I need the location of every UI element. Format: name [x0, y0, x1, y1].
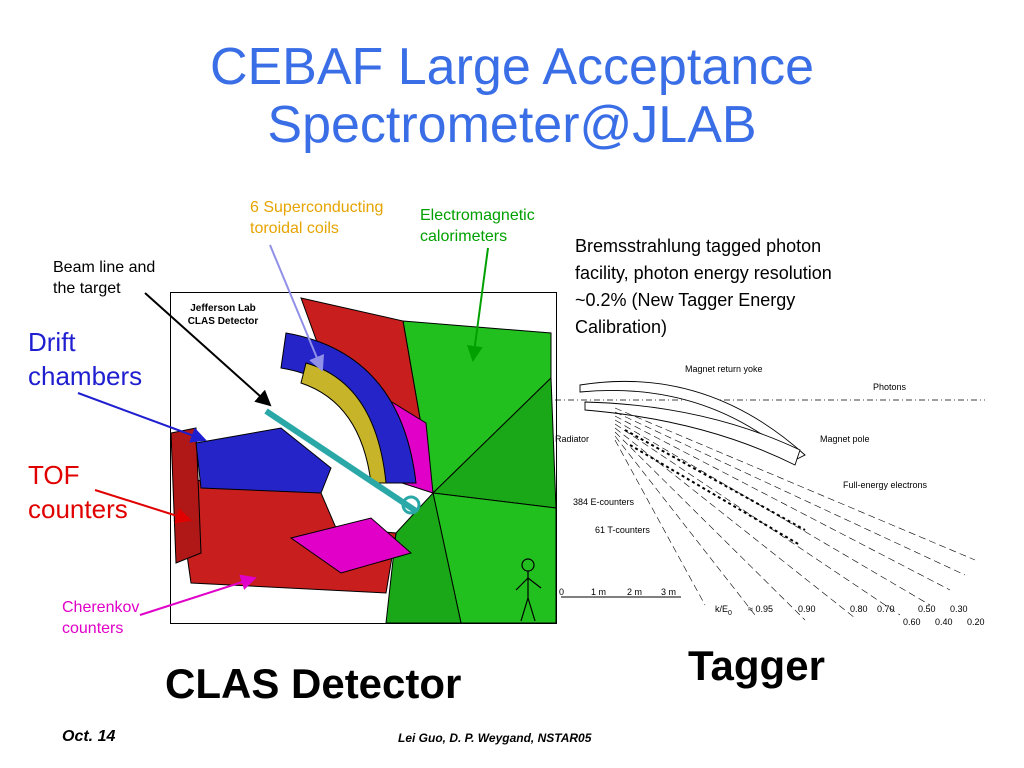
k-label: k/E0 — [715, 604, 732, 617]
label-magnet-pole: Magnet pole — [820, 434, 870, 444]
label-cherenkov: Cherenkov counters — [62, 597, 139, 639]
label-calorimeters: Electromagnetic calorimeters — [420, 205, 535, 247]
k-040: 0.40 — [935, 617, 953, 627]
footer-date: Oct. 14 — [62, 728, 116, 745]
scale-2m: 2 m — [627, 587, 642, 597]
label-magnet-yoke: Magnet return yoke — [685, 364, 763, 374]
k-070: 0.70 — [877, 604, 895, 614]
label-beamline-line-2: the target — [53, 280, 121, 297]
person-figure — [515, 558, 542, 622]
caption-clas-detector: CLAS Detector — [165, 660, 462, 707]
brems-line-1: Bremsstrahlung tagged photon — [575, 236, 822, 256]
clas-detector-drawing: Jefferson Lab CLAS Detector — [171, 297, 556, 623]
label-tof-line-2: counters — [28, 494, 128, 524]
magnet-pole — [584, 401, 801, 466]
e-counter-array — [624, 429, 806, 531]
k-050: 0.50 — [918, 604, 936, 614]
label-drift-chambers: Drift chambers — [28, 325, 142, 393]
caption-tagger: Tagger — [688, 642, 825, 689]
label-coils: 6 Superconducting toroidal coils — [250, 197, 383, 239]
badge-line-2: CLAS Detector — [188, 316, 259, 327]
label-drift-line-1: Drift — [28, 327, 76, 357]
scale-0: 0 — [559, 587, 564, 597]
k-090: 0.90 — [798, 604, 816, 614]
label-calorimeters-line-1: Electromagnetic — [420, 207, 535, 224]
k-060: 0.60 — [903, 617, 921, 627]
brems-line-4: Calibration) — [575, 317, 668, 337]
drift-chamber-left — [195, 427, 332, 494]
label-photons: Photons — [873, 382, 907, 392]
label-calorimeters-line-2: calorimeters — [420, 228, 508, 245]
cherenkov-lower — [289, 517, 413, 574]
title-line-2: Spectrometer@JLAB — [267, 96, 757, 154]
label-beamline: Beam line and the target — [53, 257, 155, 299]
label-e-counters: 384 E-counters — [573, 497, 635, 507]
brems-line-3: ~0.2% (New Tagger Energy — [575, 290, 796, 310]
label-radiator: Radiator — [555, 434, 589, 444]
label-tof-line-1: TOF — [28, 460, 80, 490]
label-tof-counters: TOF counters — [28, 458, 128, 526]
k-020: 0.20 — [967, 617, 985, 627]
tagger-drawing: Magnet return yoke Photons Radiator Magn… — [555, 364, 985, 627]
footer-authors: Lei Guo, D. P. Weygand, NSTAR05 — [398, 731, 592, 745]
scale-1m: 1 m — [591, 587, 606, 597]
label-beamline-line-1: Beam line and — [53, 259, 156, 276]
t-counter-array — [629, 444, 801, 546]
label-drift-line-2: chambers — [28, 361, 143, 391]
label-full-energy: Full-energy electrons — [843, 480, 928, 490]
calorimeter-sector-lower — [385, 491, 462, 623]
title-line-1: CEBAF Large Acceptance — [209, 38, 815, 96]
badge-line-1: Jefferson Lab — [190, 303, 256, 314]
label-t-counters: 61 T-counters — [595, 525, 650, 535]
k-030: 0.30 — [950, 604, 968, 614]
k-080: 0.80 — [850, 604, 868, 614]
tagger-diagram: Magnet return yoke Photons Radiator Magn… — [555, 360, 995, 635]
label-bremsstrahlung: Bremsstrahlung tagged photon facility, p… — [575, 233, 832, 341]
label-cherenkov-line-2: counters — [62, 620, 124, 637]
label-coils-line-2: toroidal coils — [250, 220, 339, 237]
label-cherenkov-line-1: Cherenkov — [62, 599, 140, 616]
target — [401, 495, 421, 515]
beam-line — [264, 408, 418, 514]
label-coils-line-1: 6 Superconducting — [250, 199, 384, 216]
slide-title: CEBAF Large Acceptance Spectrometer@JLAB — [0, 38, 1024, 154]
clas-detector-image: Jefferson Lab CLAS Detector — [170, 292, 557, 624]
scale-3m: 3 m — [661, 587, 676, 597]
k-095: ≈ 0.95 — [748, 604, 773, 614]
brems-line-2: facility, photon energy resolution — [575, 263, 832, 283]
